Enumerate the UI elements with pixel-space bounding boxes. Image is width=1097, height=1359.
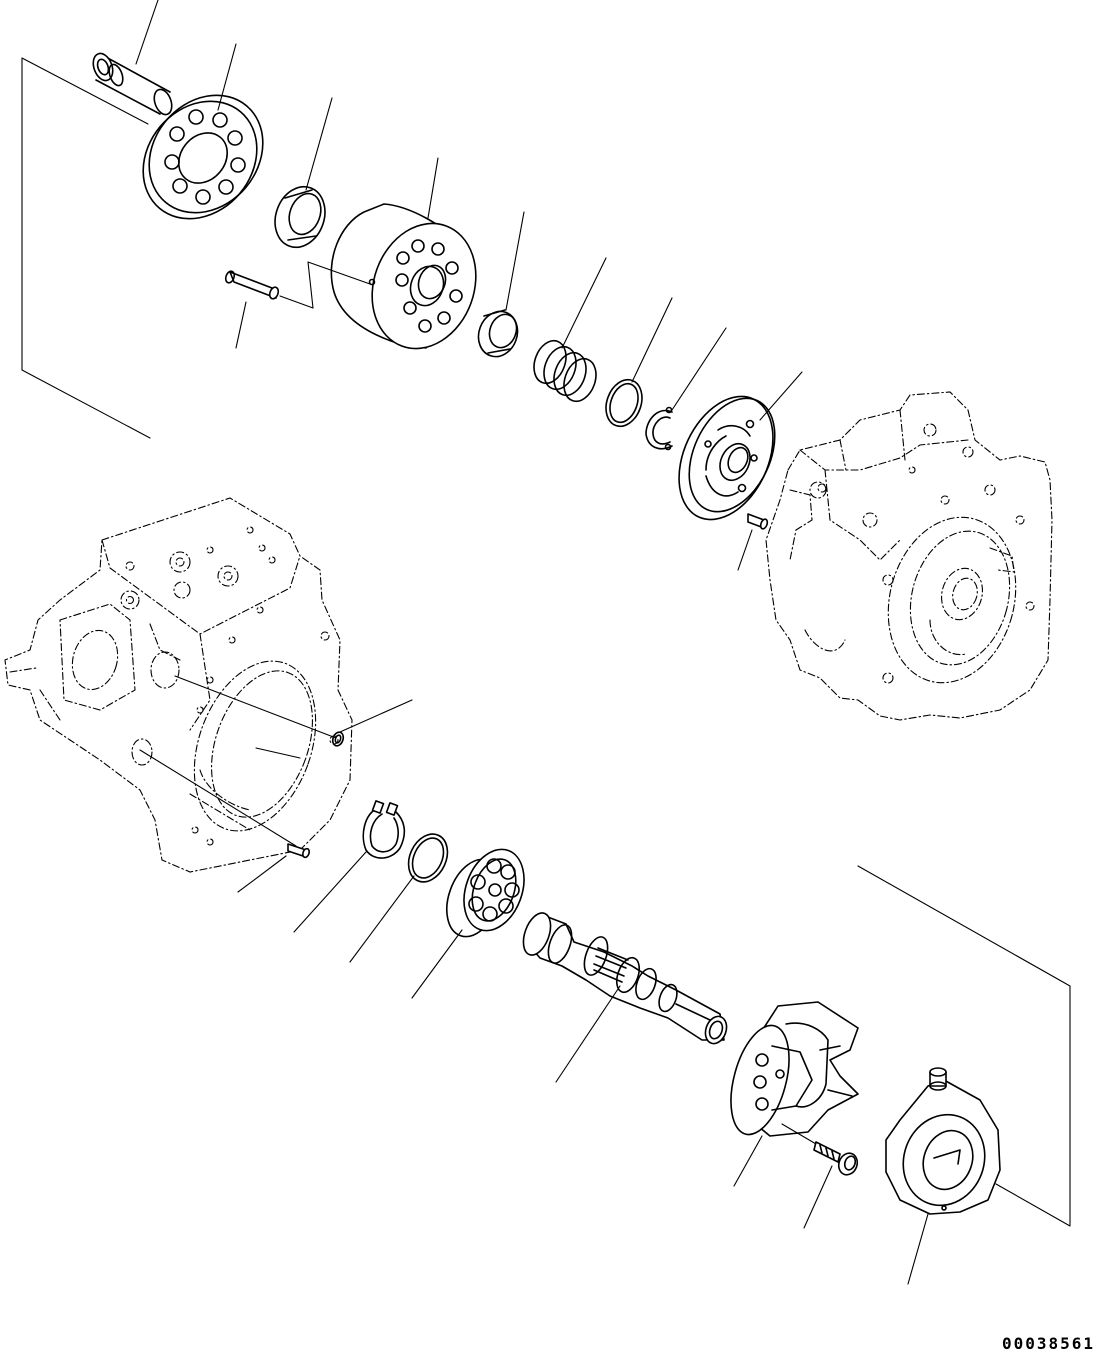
part-valve-plate — [660, 381, 791, 534]
part-bushing — [472, 306, 523, 362]
part-pin-lower — [288, 844, 310, 858]
part-o-ring — [331, 731, 345, 748]
part-spacer-ring — [401, 828, 455, 889]
part-bearing — [437, 841, 535, 944]
part-cradle — [886, 1068, 1000, 1217]
part-swash-plate — [720, 1002, 858, 1141]
part-pin-upper — [224, 262, 370, 308]
part-bolt — [782, 1124, 860, 1177]
axis-line-oring — [175, 676, 336, 738]
drawing-number: 00038561 — [1001, 1334, 1095, 1353]
group-bracket-upper — [22, 58, 150, 438]
axis-line-body — [256, 748, 300, 758]
part-spring — [528, 336, 601, 406]
axis-line-pin — [140, 750, 296, 846]
group-bracket-lower — [858, 866, 1070, 1226]
leader-lines — [136, 0, 928, 1284]
part-washer — [600, 375, 648, 432]
part-cylinder-block — [331, 204, 493, 363]
part-piston — [90, 51, 175, 117]
part-snap-ring-upper — [646, 408, 672, 450]
part-spherical-bushing — [267, 180, 333, 255]
part-retainer-plate — [120, 72, 287, 241]
part-housing-right — [766, 392, 1052, 720]
part-shaft — [518, 909, 730, 1046]
part-dowel-pin — [748, 514, 769, 530]
part-housing-left — [5, 498, 352, 872]
part-snap-ring-lower — [363, 801, 404, 858]
